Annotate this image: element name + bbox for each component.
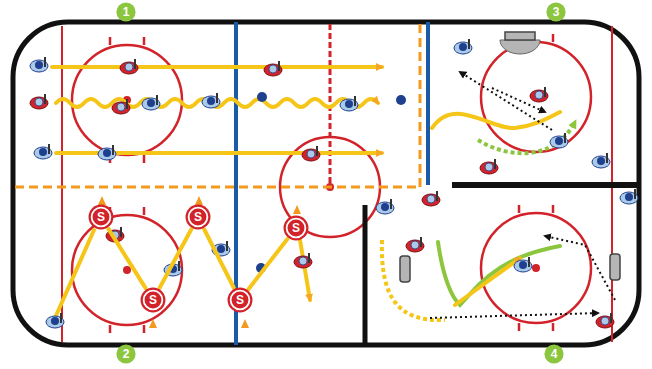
stop-letter: S xyxy=(194,211,202,223)
skating-path xyxy=(204,229,233,287)
skating-path xyxy=(108,229,145,288)
stop-marker: S xyxy=(140,287,166,313)
callout-number: 3 xyxy=(553,6,560,18)
station-number: 1 xyxy=(116,2,136,22)
station-number: 4 xyxy=(544,344,564,364)
station-number: 2 xyxy=(116,344,136,364)
stop-marker: S xyxy=(283,215,309,241)
callout-number: 1 xyxy=(123,6,130,18)
callout-number: 2 xyxy=(123,348,130,360)
stop-letter: S xyxy=(149,294,157,306)
station-number: 3 xyxy=(546,2,566,22)
skating-path xyxy=(160,229,192,287)
skating-path xyxy=(249,239,288,289)
stop-letter: S xyxy=(292,222,300,234)
stop-letter: S xyxy=(236,294,244,306)
stop-marker: S xyxy=(227,287,253,313)
stop-letter: S xyxy=(97,211,105,223)
stop-marker: S xyxy=(88,204,114,230)
callout-number: 4 xyxy=(551,348,558,360)
stop-marker: S xyxy=(185,204,211,230)
